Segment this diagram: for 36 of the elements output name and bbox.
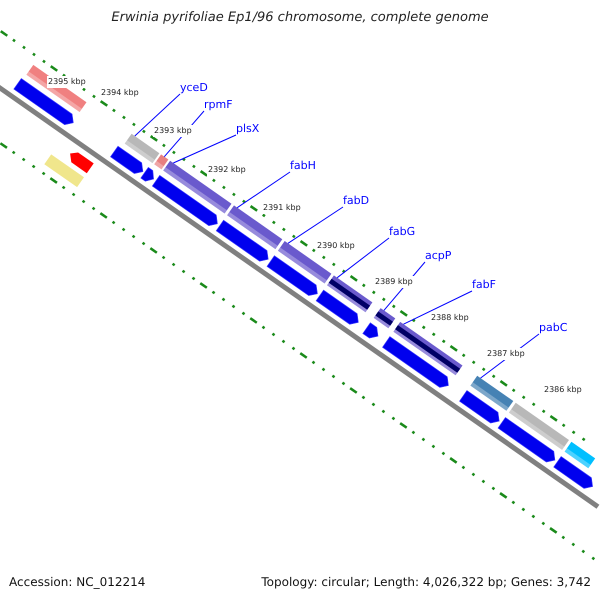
leader-line (403, 290, 472, 325)
gene-label: fabH (290, 160, 316, 172)
position-label: 2392 kbp (207, 164, 247, 176)
info-text: Topology: circular; Length: 4,026,322 bp; Genes: 3,742 (261, 575, 591, 589)
gene-label: fabF (472, 279, 496, 291)
leader-line (236, 172, 290, 208)
leader-line (288, 206, 344, 244)
info-text: Accession: NC_012214 (9, 575, 146, 589)
position-label: 2395 kbp (47, 76, 87, 88)
gene-label: fabD (343, 195, 370, 207)
position-label: 2387 kbp (486, 348, 526, 360)
gene-bar (374, 308, 396, 328)
gene-bar (163, 160, 232, 214)
position-label: 2394 kbp (100, 87, 140, 99)
position-label: 2388 kbp (430, 312, 470, 324)
gene-label: pabC (539, 322, 568, 334)
leader-line (336, 238, 390, 278)
gene-bar (470, 376, 514, 411)
position-label: 2393 kbp (153, 125, 193, 137)
position-label: 2390 kbp (316, 240, 356, 252)
gene-bar (393, 322, 462, 376)
gene-label: plsX (236, 123, 260, 135)
leader-line (134, 94, 180, 136)
gene-label: acpP (425, 250, 452, 262)
gene-label: fabG (389, 226, 416, 238)
gene-bar (227, 205, 282, 250)
leader-line (172, 134, 236, 164)
gene-bar (327, 275, 372, 312)
gene-label: yceD (180, 82, 208, 94)
position-label: 2389 kbp (374, 276, 414, 288)
title: Erwinia pyrifoliae Ep1/96 chromosome, complete genome (111, 10, 489, 25)
position-label: 2391 kbp (262, 202, 302, 214)
gene-bar (154, 154, 168, 170)
gene-bar (124, 134, 160, 164)
gene-label: rpmF (204, 99, 233, 111)
position-label: 2386 kbp (543, 384, 583, 396)
